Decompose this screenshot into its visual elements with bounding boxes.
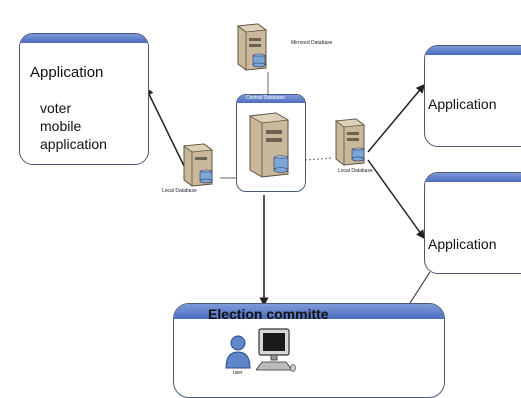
link-local-right-to-app-top [367, 83, 425, 153]
user-label: user [233, 370, 243, 376]
link-central-to-local-right [304, 157, 334, 161]
app-panel-right-top: Application [424, 45, 521, 147]
central-database-header [237, 95, 305, 103]
central-database-label: Central Database [246, 95, 285, 101]
election-committee-panel: Election committe user [173, 303, 445, 398]
app-panel-right-top-title: Application [428, 96, 497, 112]
app-panel-right-bottom-title: Application [428, 236, 497, 252]
app-panel-left-title: Application [30, 64, 104, 81]
app-panel-left-line-3: application [40, 136, 107, 152]
local-database-left-label: Local Database [162, 188, 197, 194]
app-panel-left-line-2: mobile [40, 118, 82, 134]
election-committee-title: Election committe [208, 306, 329, 322]
local-database-right-label: Local Database [338, 168, 373, 174]
app-panel-right-bottom-header [425, 173, 521, 182]
app-panel-left-line-1: voter [40, 100, 72, 116]
computer-monitor-icon [256, 328, 296, 372]
link-left-local-to-app [145, 86, 187, 171]
link-local-right-to-app-bottom [367, 159, 425, 240]
app-panel-left-header [20, 34, 148, 43]
link-committee-to-app-bottom [409, 271, 431, 304]
election-committee-header [174, 304, 444, 319]
mirrored-database-server-icon [236, 23, 268, 71]
user-icon [225, 335, 251, 369]
local-database-left-server-icon [182, 143, 214, 187]
app-panel-left: Application voter mobile application [19, 33, 149, 165]
local-database-right-server-icon [334, 118, 366, 166]
mirrored-database-label: Mirrored Database [291, 40, 333, 46]
app-panel-right-bottom: Application [424, 172, 521, 274]
central-database-server-icon [248, 112, 290, 178]
app-panel-right-top-header [425, 46, 521, 55]
